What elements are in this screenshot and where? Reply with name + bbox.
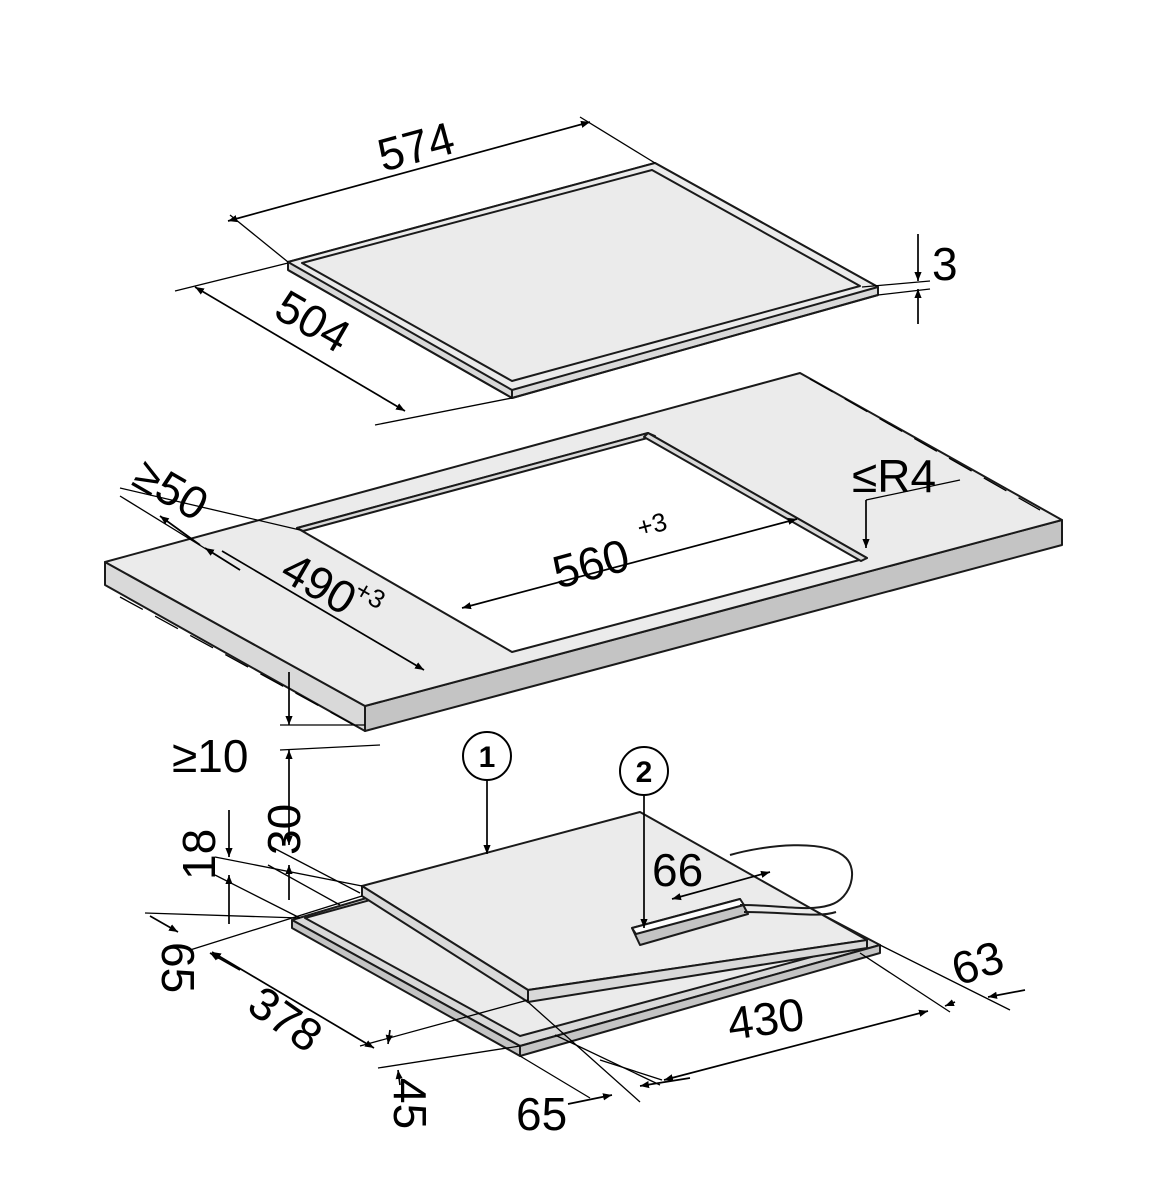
reference-line xyxy=(554,1034,661,1086)
dim-left-65: 65 xyxy=(144,895,363,993)
dim-r4: ≤R4 xyxy=(852,450,961,548)
dim-430: 430 xyxy=(599,952,951,1082)
dim-30: 30 xyxy=(258,800,361,906)
label-frame-18: 18 xyxy=(173,829,225,880)
connection-box xyxy=(631,844,854,946)
worktop-extension-lines xyxy=(119,378,1041,732)
callout-2: 2 xyxy=(619,746,669,928)
label-thickness-3: 3 xyxy=(932,238,958,290)
dim-45: 45 xyxy=(377,1029,521,1129)
label-front-left-65: 65 xyxy=(516,1088,567,1140)
callout-1-number: 1 xyxy=(479,741,496,774)
label-left-offset-65: 65 xyxy=(152,942,204,993)
callout-2-number: 2 xyxy=(636,756,653,789)
label-front-width-430: 430 xyxy=(724,988,807,1050)
hob-glass-top xyxy=(287,162,879,399)
label-housing-30: 30 xyxy=(258,804,310,855)
dim-66: 66 xyxy=(652,844,771,901)
callout-1: 1 xyxy=(462,731,512,854)
label-front-offset-45: 45 xyxy=(384,1078,436,1129)
dim-63: 63 xyxy=(879,930,1026,1011)
label-right-offset-63: 63 xyxy=(945,930,1010,995)
label-corner-radius: ≤R4 xyxy=(852,450,936,502)
label-min-gap-10: ≥10 xyxy=(172,730,248,782)
label-min-front-50: ≥50 xyxy=(125,448,217,531)
label-left-depth-378: 378 xyxy=(239,976,332,1063)
label-connection-66: 66 xyxy=(652,844,703,896)
dim-18: 18 xyxy=(173,810,363,924)
dim-min-10: ≥10 xyxy=(172,672,381,800)
dim-front-65: 65 xyxy=(516,1001,691,1140)
label-width-574: 574 xyxy=(372,111,460,181)
dim-3: 3 xyxy=(861,234,958,324)
